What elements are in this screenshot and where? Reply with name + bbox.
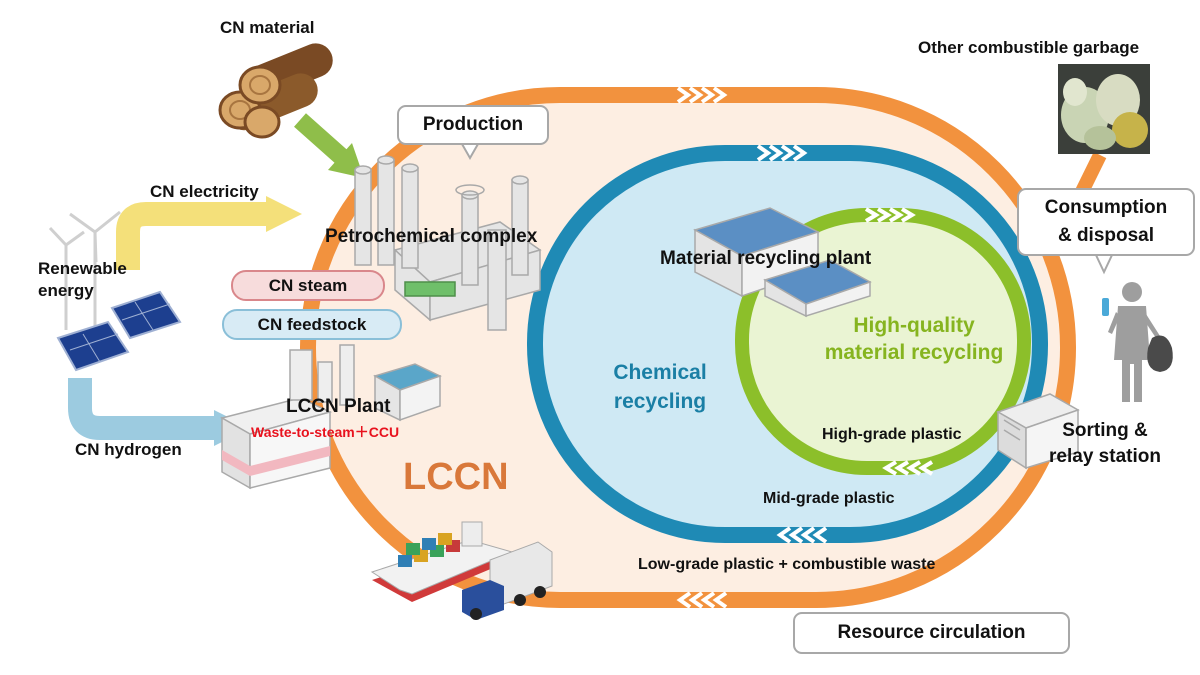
- chemical-line1: Chemical: [613, 361, 707, 384]
- lccn-plant-label: LCCN Plant: [286, 396, 391, 417]
- cn-steam-pill: CN steam: [231, 270, 385, 301]
- mid-grade-plastic-label: Mid-grade plastic: [763, 490, 895, 507]
- factory-icon: [220, 344, 442, 490]
- outer-loop-chevrons-top: [676, 86, 728, 104]
- cn-hydrogen-label: CN hydrogen: [75, 440, 182, 459]
- consumption-line2: & disposal: [1057, 225, 1155, 246]
- consumption-line1: Consumption: [1044, 197, 1168, 218]
- production-label: Production: [422, 114, 524, 135]
- cn-electricity-label: CN electricity: [150, 182, 259, 201]
- sorting-line2: relay station: [1049, 446, 1161, 467]
- consumption-callout: Consumption & disposal: [1017, 188, 1195, 256]
- wood-logs-icon: [218, 43, 333, 139]
- solar-panel-icon: [56, 290, 182, 372]
- renewable-energy-line1: Renewable: [38, 259, 127, 278]
- production-callout: Production: [397, 105, 549, 145]
- material-recycling-plant-label: Material recycling plant: [660, 248, 872, 269]
- wind-turbine-icon: [48, 210, 121, 330]
- cn-feedstock-pill: CN feedstock: [222, 309, 402, 340]
- resource-circulation-callout: Resource circulation: [793, 612, 1070, 654]
- high-grade-plastic-label: High-grade plastic: [822, 426, 962, 443]
- chemical-recycling-label: Chemical recycling: [595, 358, 725, 416]
- material-loop-chevrons-top: [864, 207, 916, 223]
- cn-material-label: CN material: [220, 18, 315, 37]
- sorting-line1: Sorting &: [1062, 420, 1148, 441]
- resource-circulation-label: Resource circulation: [837, 622, 1026, 643]
- high-quality-material-recycling-label: High-quality material recycling: [804, 312, 1024, 366]
- chemical-loop-chevrons-bottom: [776, 526, 828, 544]
- recycling-plant-icon: [693, 207, 872, 318]
- renewable-energy-line2: energy: [38, 281, 94, 300]
- other-garbage-label: Other combustible garbage: [918, 38, 1140, 57]
- cn-feedstock-label: CN feedstock: [257, 315, 367, 334]
- waste-to-steam-label: Waste-to-steam＋CCU: [251, 424, 400, 440]
- lccn-label: LCCN: [403, 456, 509, 498]
- chemical-loop-chevrons-top: [756, 144, 808, 162]
- sorting-relay-station-label: Sorting & relay station: [1030, 418, 1180, 470]
- person-with-bag-icon: [1102, 282, 1173, 402]
- high-quality-line1: High-quality: [853, 314, 975, 337]
- consumption-callout-pointer: [1094, 254, 1114, 275]
- outer-loop-chevrons-bottom: [676, 591, 728, 609]
- garbage-bags-photo-icon: [1058, 64, 1150, 154]
- container-ship-icon: [370, 521, 514, 602]
- renewable-energy-label: Renewable energy: [38, 258, 127, 302]
- high-quality-line2: material recycling: [824, 341, 1004, 364]
- chemical-line2: recycling: [613, 390, 707, 413]
- petrochemical-complex-label: Petrochemical complex: [325, 226, 538, 247]
- cn-electricity-arrow: [116, 196, 302, 270]
- petrochemical-plant-icon: [354, 155, 542, 331]
- material-loop-chevrons-bottom: [882, 460, 934, 476]
- truck-icon: [462, 541, 553, 620]
- low-grade-plastic-label: Low-grade plastic + combustible waste: [638, 556, 936, 573]
- relay-station-icon: [996, 393, 1080, 470]
- cn-steam-label: CN steam: [268, 276, 348, 295]
